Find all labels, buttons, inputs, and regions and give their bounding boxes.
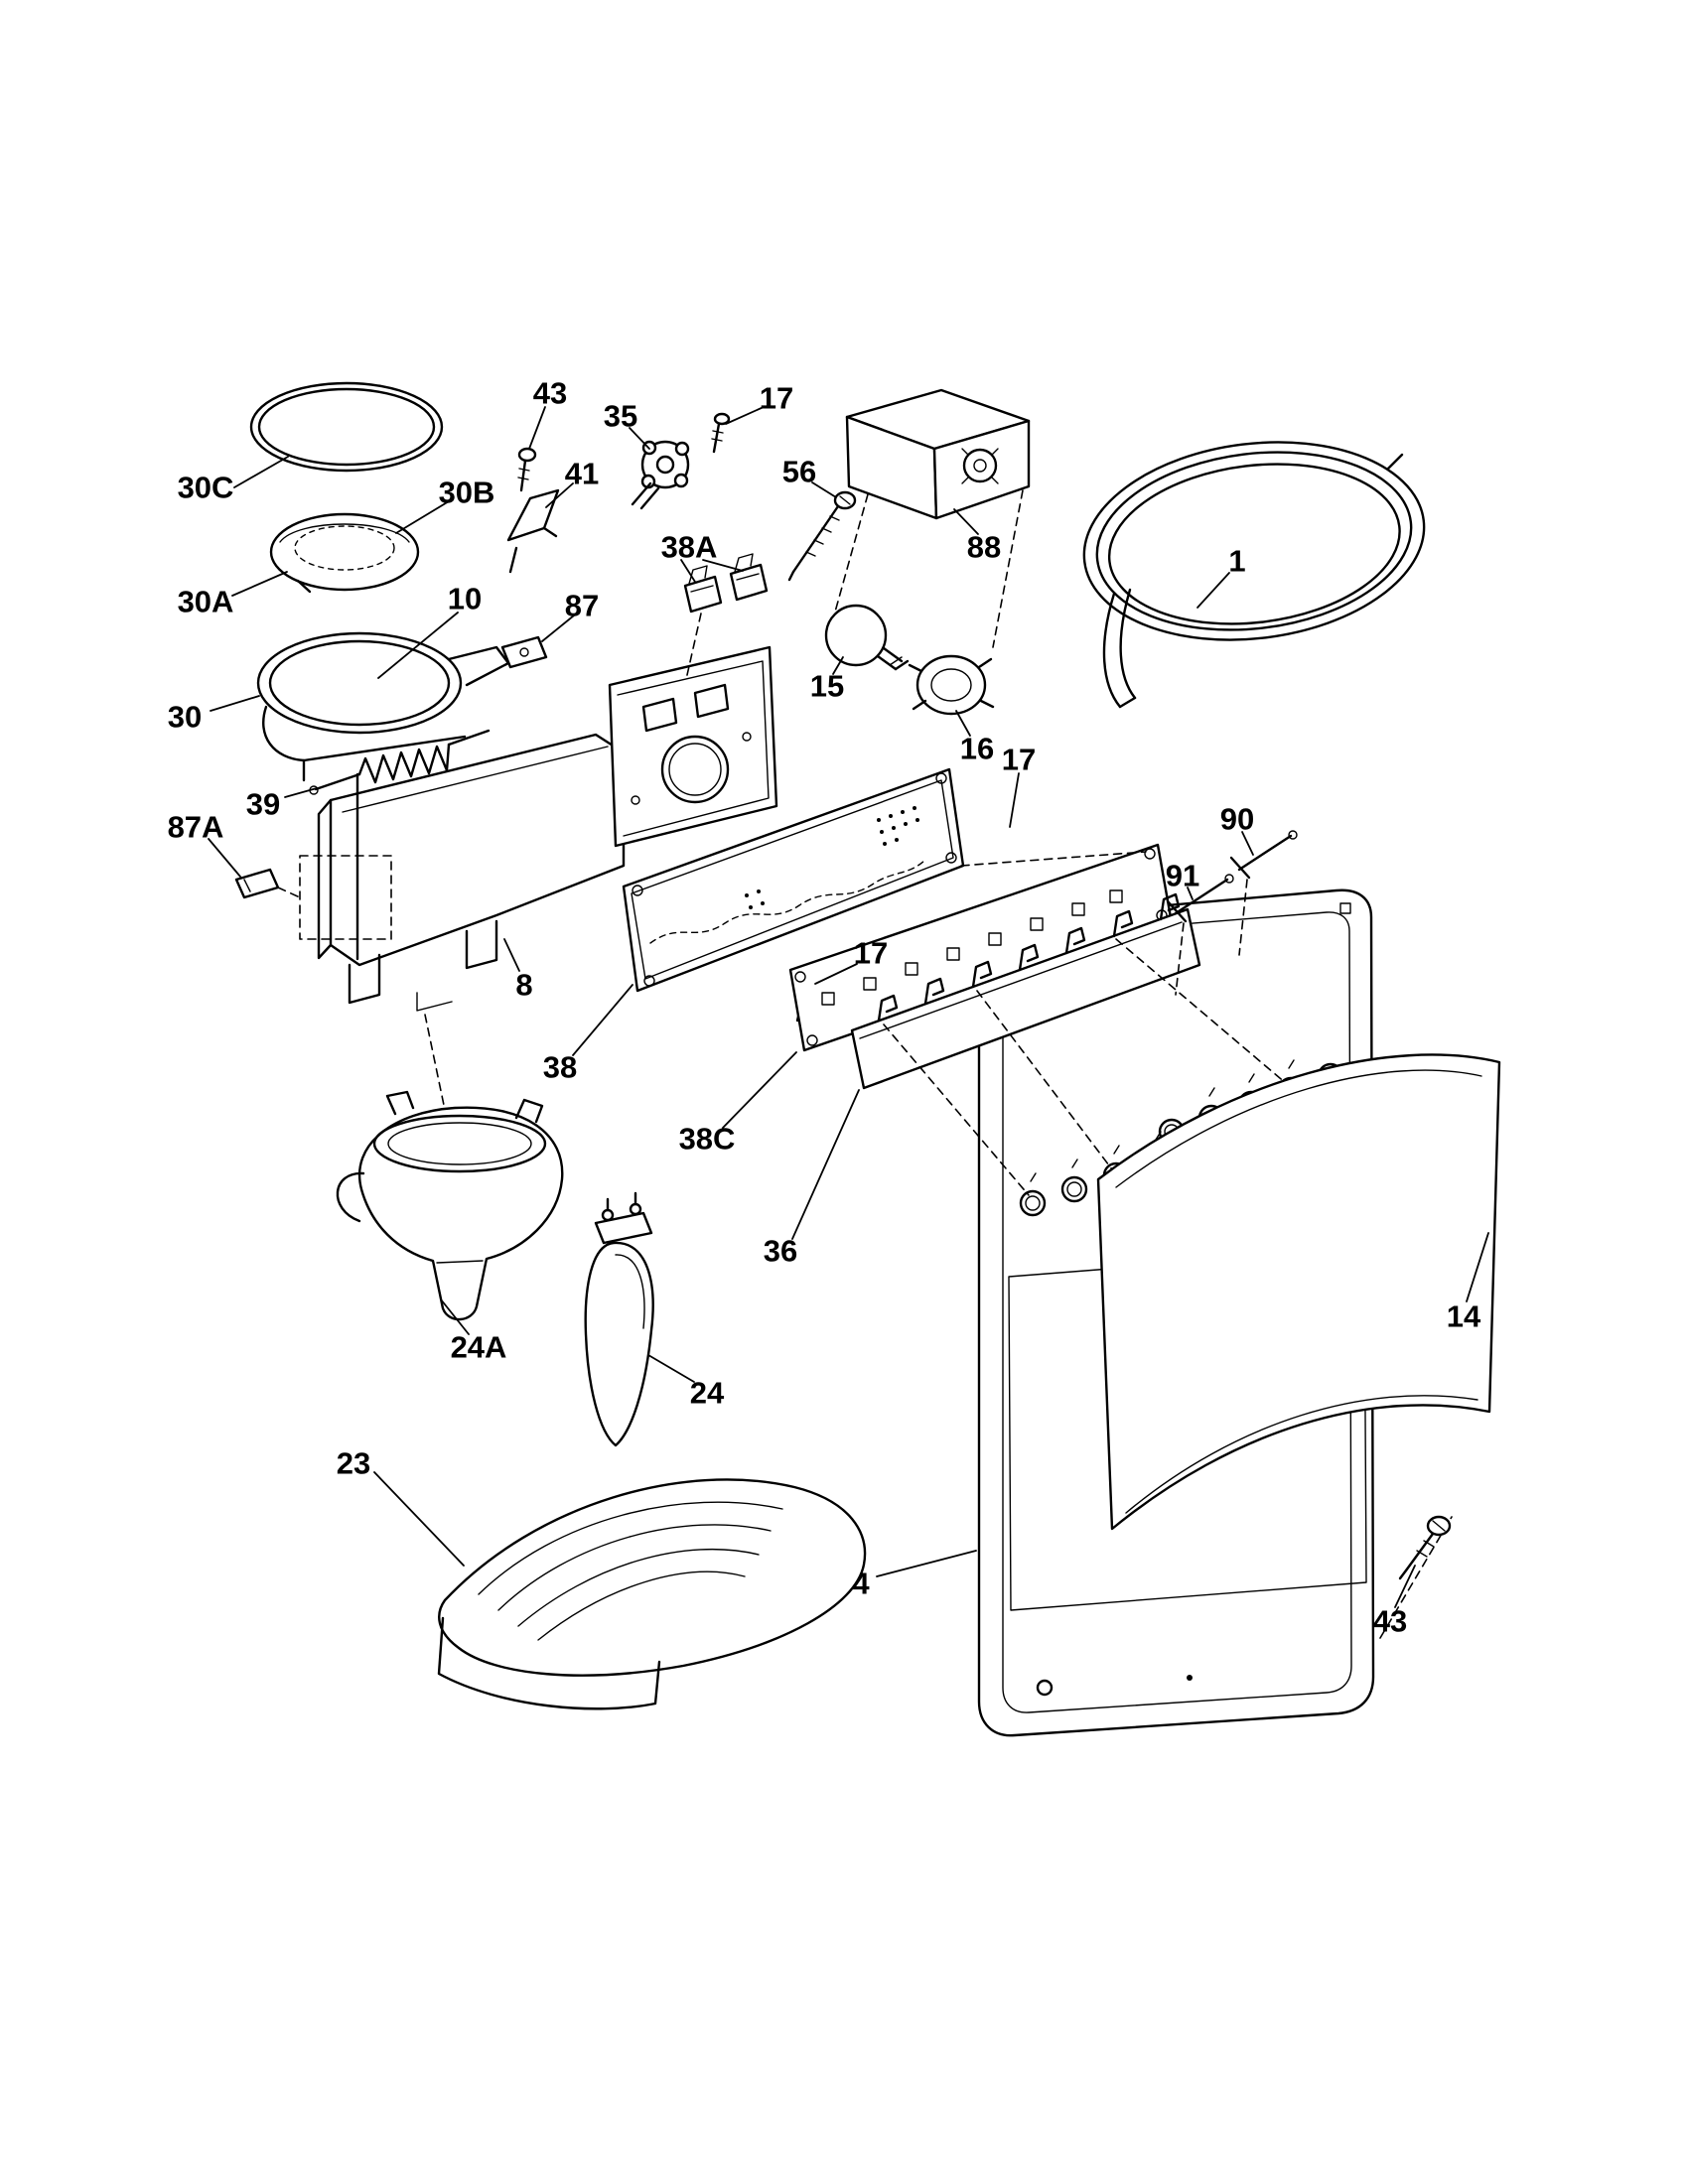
part-label-30c: 30C (178, 471, 234, 505)
ring-mount-30 (256, 631, 510, 782)
part-label-24: 24 (690, 1376, 725, 1411)
part-label-38: 38 (543, 1050, 577, 1085)
part-label-56: 56 (782, 455, 816, 489)
clip-87 (500, 635, 548, 669)
part-label-1: 1 (1228, 544, 1245, 579)
mounting-plate (608, 645, 778, 848)
part-label-88: 88 (967, 530, 1001, 565)
part-label-17-mid: 17 (1002, 743, 1036, 777)
screw-17-top (711, 412, 731, 454)
control-box-88 (833, 388, 1031, 648)
part-label-87: 87 (565, 589, 599, 623)
part-label-38a: 38A (661, 530, 718, 565)
part-label-8: 8 (515, 968, 532, 1003)
leader-lines (208, 406, 1489, 1608)
part-label-87a: 87A (168, 810, 224, 845)
screw-56 (787, 490, 857, 582)
clip-87a (234, 855, 392, 940)
part-label-4: 4 (852, 1567, 870, 1601)
part-label-43-top: 43 (533, 376, 567, 411)
part-label-23: 23 (337, 1446, 370, 1481)
seal-ring-30c (249, 381, 444, 473)
cover-cap-30a-30b (269, 512, 420, 594)
part-label-91: 91 (1166, 859, 1199, 893)
bracket-41 (506, 488, 560, 574)
actuator-bracket-36 (850, 892, 1288, 1196)
part-label-24a: 24A (451, 1330, 507, 1365)
auger-motor-35 (631, 440, 690, 510)
dispenser-board-38 (622, 767, 965, 993)
spring-39 (309, 729, 491, 795)
screw-43-top (517, 447, 537, 492)
part-label-30: 30 (168, 700, 202, 735)
part-label-10: 10 (448, 582, 482, 616)
part-label-36: 36 (764, 1234, 797, 1269)
part-label-41: 41 (565, 457, 599, 491)
part-label-17-top: 17 (760, 381, 793, 416)
lamp-socket-16 (908, 654, 995, 716)
screw-43-bottom (1379, 1515, 1453, 1639)
part-label-16: 16 (960, 732, 994, 766)
part-labels: 30C 43 35 17 56 88 30B 41 38A 1 30A 10 8… (168, 376, 1481, 1639)
light-bulb-15 (824, 604, 910, 671)
part-label-39: 39 (246, 787, 280, 822)
part-label-38c: 38C (679, 1122, 736, 1157)
front-panel-14 (1096, 1053, 1501, 1531)
part-label-35: 35 (604, 399, 637, 434)
drip-tray-23 (437, 1478, 867, 1710)
part-label-15: 15 (810, 669, 844, 704)
part-label-14: 14 (1447, 1299, 1481, 1334)
water-tube-coil (1082, 441, 1426, 709)
part-label-30b: 30B (439, 476, 495, 510)
pin-90 (1229, 830, 1298, 956)
clips-38a (683, 553, 769, 676)
ice-chute-funnel-24a (336, 1014, 564, 1321)
part-label-43-bottom: 43 (1373, 1604, 1407, 1639)
pin-91 (1166, 874, 1234, 996)
dispenser-paddle-24 (584, 1191, 654, 1447)
ice-maker-assembly-8 (317, 645, 778, 1012)
part-label-17-center: 17 (854, 936, 888, 971)
part-label-30a: 30A (178, 585, 234, 619)
part-label-90: 90 (1220, 802, 1254, 837)
